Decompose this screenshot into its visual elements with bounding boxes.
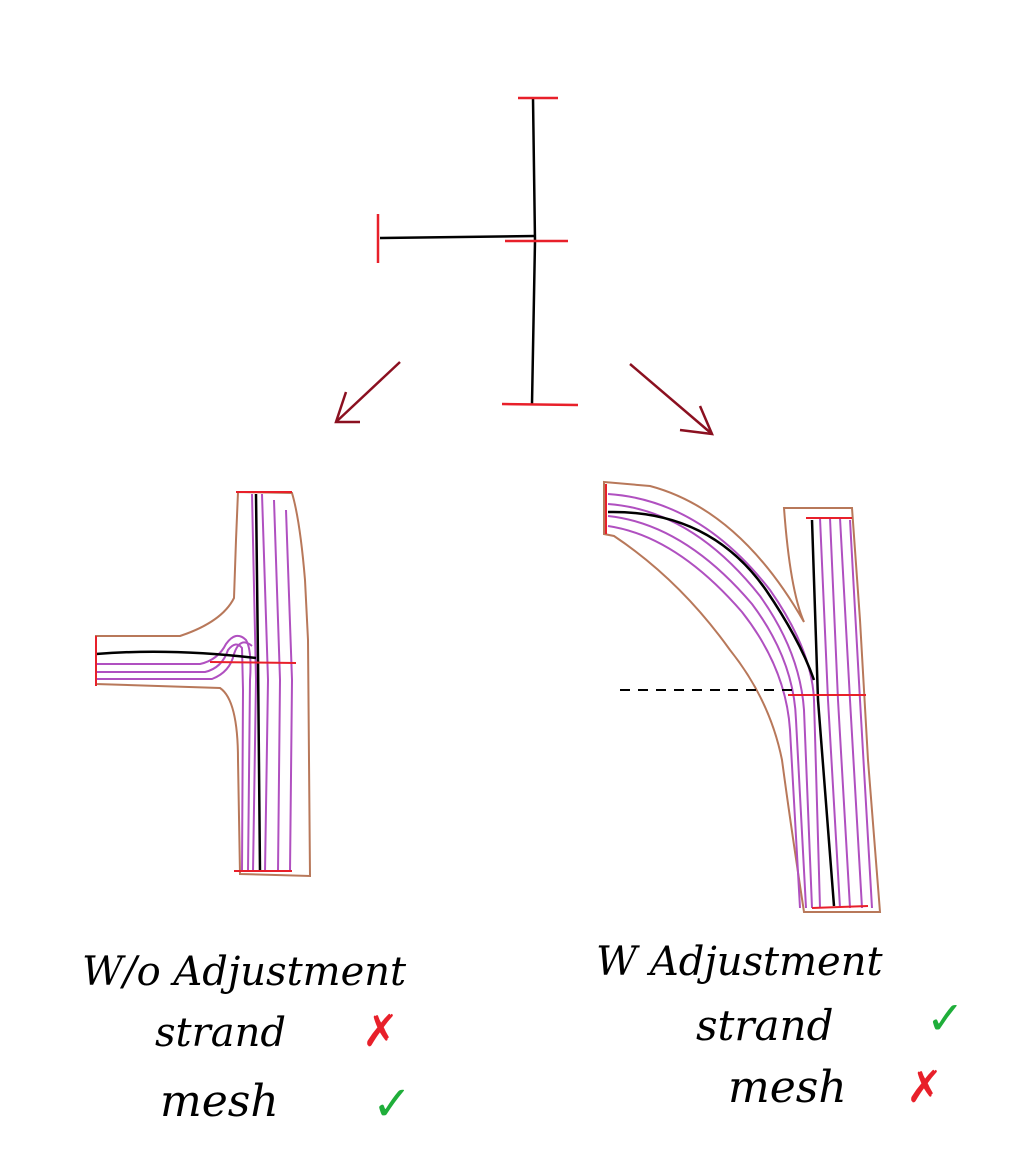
right-strand xyxy=(607,525,801,909)
right-row-mesh-mark: ✗ xyxy=(906,1062,943,1113)
left-strand xyxy=(96,641,253,680)
skeleton-side-branch xyxy=(379,234,536,240)
left-strand xyxy=(273,499,282,873)
arrow-left-shaft xyxy=(335,361,401,423)
left-mesh-outline xyxy=(95,490,312,878)
left-skeleton-trunk xyxy=(254,493,262,873)
left-caption-title: W/o Adjustment xyxy=(82,949,407,995)
right-skeleton-branch xyxy=(607,510,816,681)
right-row-mesh-label: mesh xyxy=(728,1062,847,1113)
arrow-right-shaft xyxy=(629,363,713,435)
right-skeleton-trunk xyxy=(810,519,836,907)
arrow-to-left-result xyxy=(334,361,401,424)
arrow-to-right-result xyxy=(629,363,715,436)
left-result-figure xyxy=(95,490,312,878)
right-strand xyxy=(819,517,841,909)
left-caption: W/o Adjustment strand ✗ mesh ✓ xyxy=(82,949,412,1132)
arrow-right-head xyxy=(679,405,715,436)
left-row-mesh-label: mesh xyxy=(160,1076,279,1127)
left-strands xyxy=(96,493,294,873)
left-strand xyxy=(96,643,245,873)
right-caption-title: W Adjustment xyxy=(596,939,883,985)
left-skeleton-branch xyxy=(95,650,257,660)
right-result-figure xyxy=(603,480,882,913)
right-row-strand-mark: ✓ xyxy=(926,991,965,1045)
right-strands xyxy=(607,493,873,909)
right-strand xyxy=(839,517,863,909)
right-strand xyxy=(607,515,807,909)
arrow-left-head xyxy=(334,391,360,424)
right-caption: W Adjustment strand ✓ mesh ✗ xyxy=(596,939,965,1113)
right-strand xyxy=(849,519,873,909)
endpoint-bottom xyxy=(501,402,579,407)
left-strand xyxy=(261,493,270,873)
left-strand xyxy=(285,509,294,873)
right-row-strand-label: strand xyxy=(696,1001,833,1050)
skeleton-main-trunk xyxy=(530,97,537,405)
left-row-strand-mark: ✗ xyxy=(362,1006,399,1057)
left-strand xyxy=(251,493,258,873)
left-row-mesh-mark: ✓ xyxy=(372,1076,412,1132)
right-endpoint-bottom xyxy=(811,905,869,909)
input-skeleton xyxy=(376,96,579,407)
right-strand xyxy=(607,503,813,909)
left-row-strand-label: strand xyxy=(155,1010,286,1056)
right-strand xyxy=(829,517,851,909)
left-endpoint-junction xyxy=(209,661,297,664)
right-mesh-outline-branch xyxy=(603,480,882,913)
